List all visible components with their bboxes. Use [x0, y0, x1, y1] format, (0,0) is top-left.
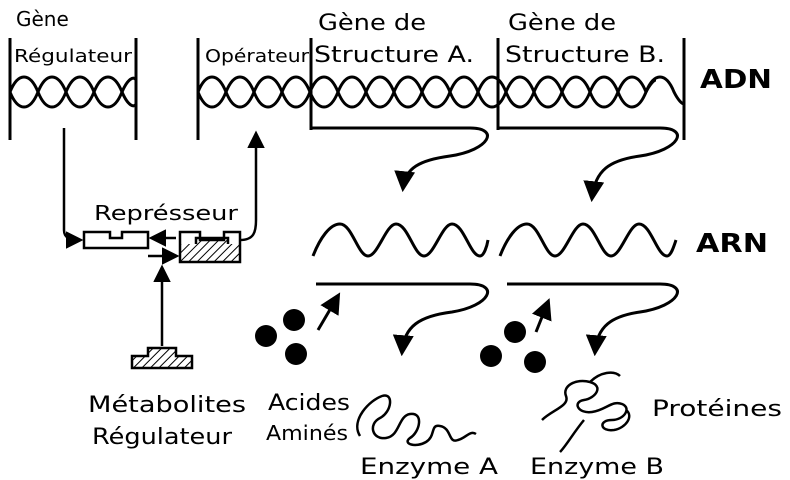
amino-acid-dots: [255, 309, 546, 373]
metabolite-block: [132, 348, 192, 368]
label-structure-b-1: Gène de: [508, 11, 616, 36]
label-enzyme-a: Enzyme A: [360, 455, 498, 480]
amino-arrow-a: [318, 296, 338, 330]
amino-dot-b1: [480, 345, 502, 367]
label-enzyme-b: Enzyme B: [530, 455, 664, 480]
amino-dot-a1: [255, 325, 277, 347]
label-gene-regulateur-1: Gène: [16, 7, 69, 31]
label-acides-2: Aminés: [266, 421, 348, 445]
amino-dot-b3: [524, 351, 546, 373]
repressor-inactive: [84, 232, 148, 248]
rna-strands: [313, 224, 676, 256]
label-acides-1: Acides: [268, 391, 350, 416]
label-adn: ADN: [700, 65, 772, 95]
transcription-arrow-a: [311, 128, 487, 188]
translation-arrows: [316, 284, 677, 352]
label-structure-a-2: Structure A.: [314, 43, 474, 68]
label-operateur: Opérateur: [205, 46, 310, 67]
rna-wave-a: [313, 224, 488, 256]
amino-dot-a3: [285, 343, 307, 365]
repressor-active-bump: [196, 238, 228, 244]
amino-arrow-b: [536, 302, 548, 332]
label-proteines: Protéines: [652, 397, 782, 422]
enzyme-b-chain: [542, 373, 629, 452]
translation-arrow-a: [316, 284, 488, 352]
rna-wave-b: [500, 224, 676, 256]
label-metabolites-1: Métabolites: [88, 393, 246, 418]
label-structure-a-1: Gène de: [318, 11, 426, 36]
transcription-arrows: [311, 128, 677, 198]
label-gene-regulateur-2: Régulateur: [14, 46, 133, 67]
repressor-active-hatch: [181, 244, 239, 261]
label-arn: ARN: [696, 229, 768, 259]
transcription-arrow-b: [498, 128, 677, 198]
repressor-system: [64, 128, 256, 368]
amino-dot-b2: [504, 321, 526, 343]
arrow-gene-to-repressor: [64, 128, 80, 240]
arrow-repressor-to-operateur: [240, 134, 256, 240]
label-represseur: Représseur: [94, 201, 239, 225]
label-structure-b-2: Structure B.: [505, 43, 665, 68]
enzyme-a-chain: [357, 395, 476, 444]
translation-arrow-b: [507, 284, 677, 352]
enzymes: [357, 373, 629, 452]
label-metabolites-2: Régulateur: [92, 425, 233, 450]
amino-dot-a2: [283, 309, 305, 331]
